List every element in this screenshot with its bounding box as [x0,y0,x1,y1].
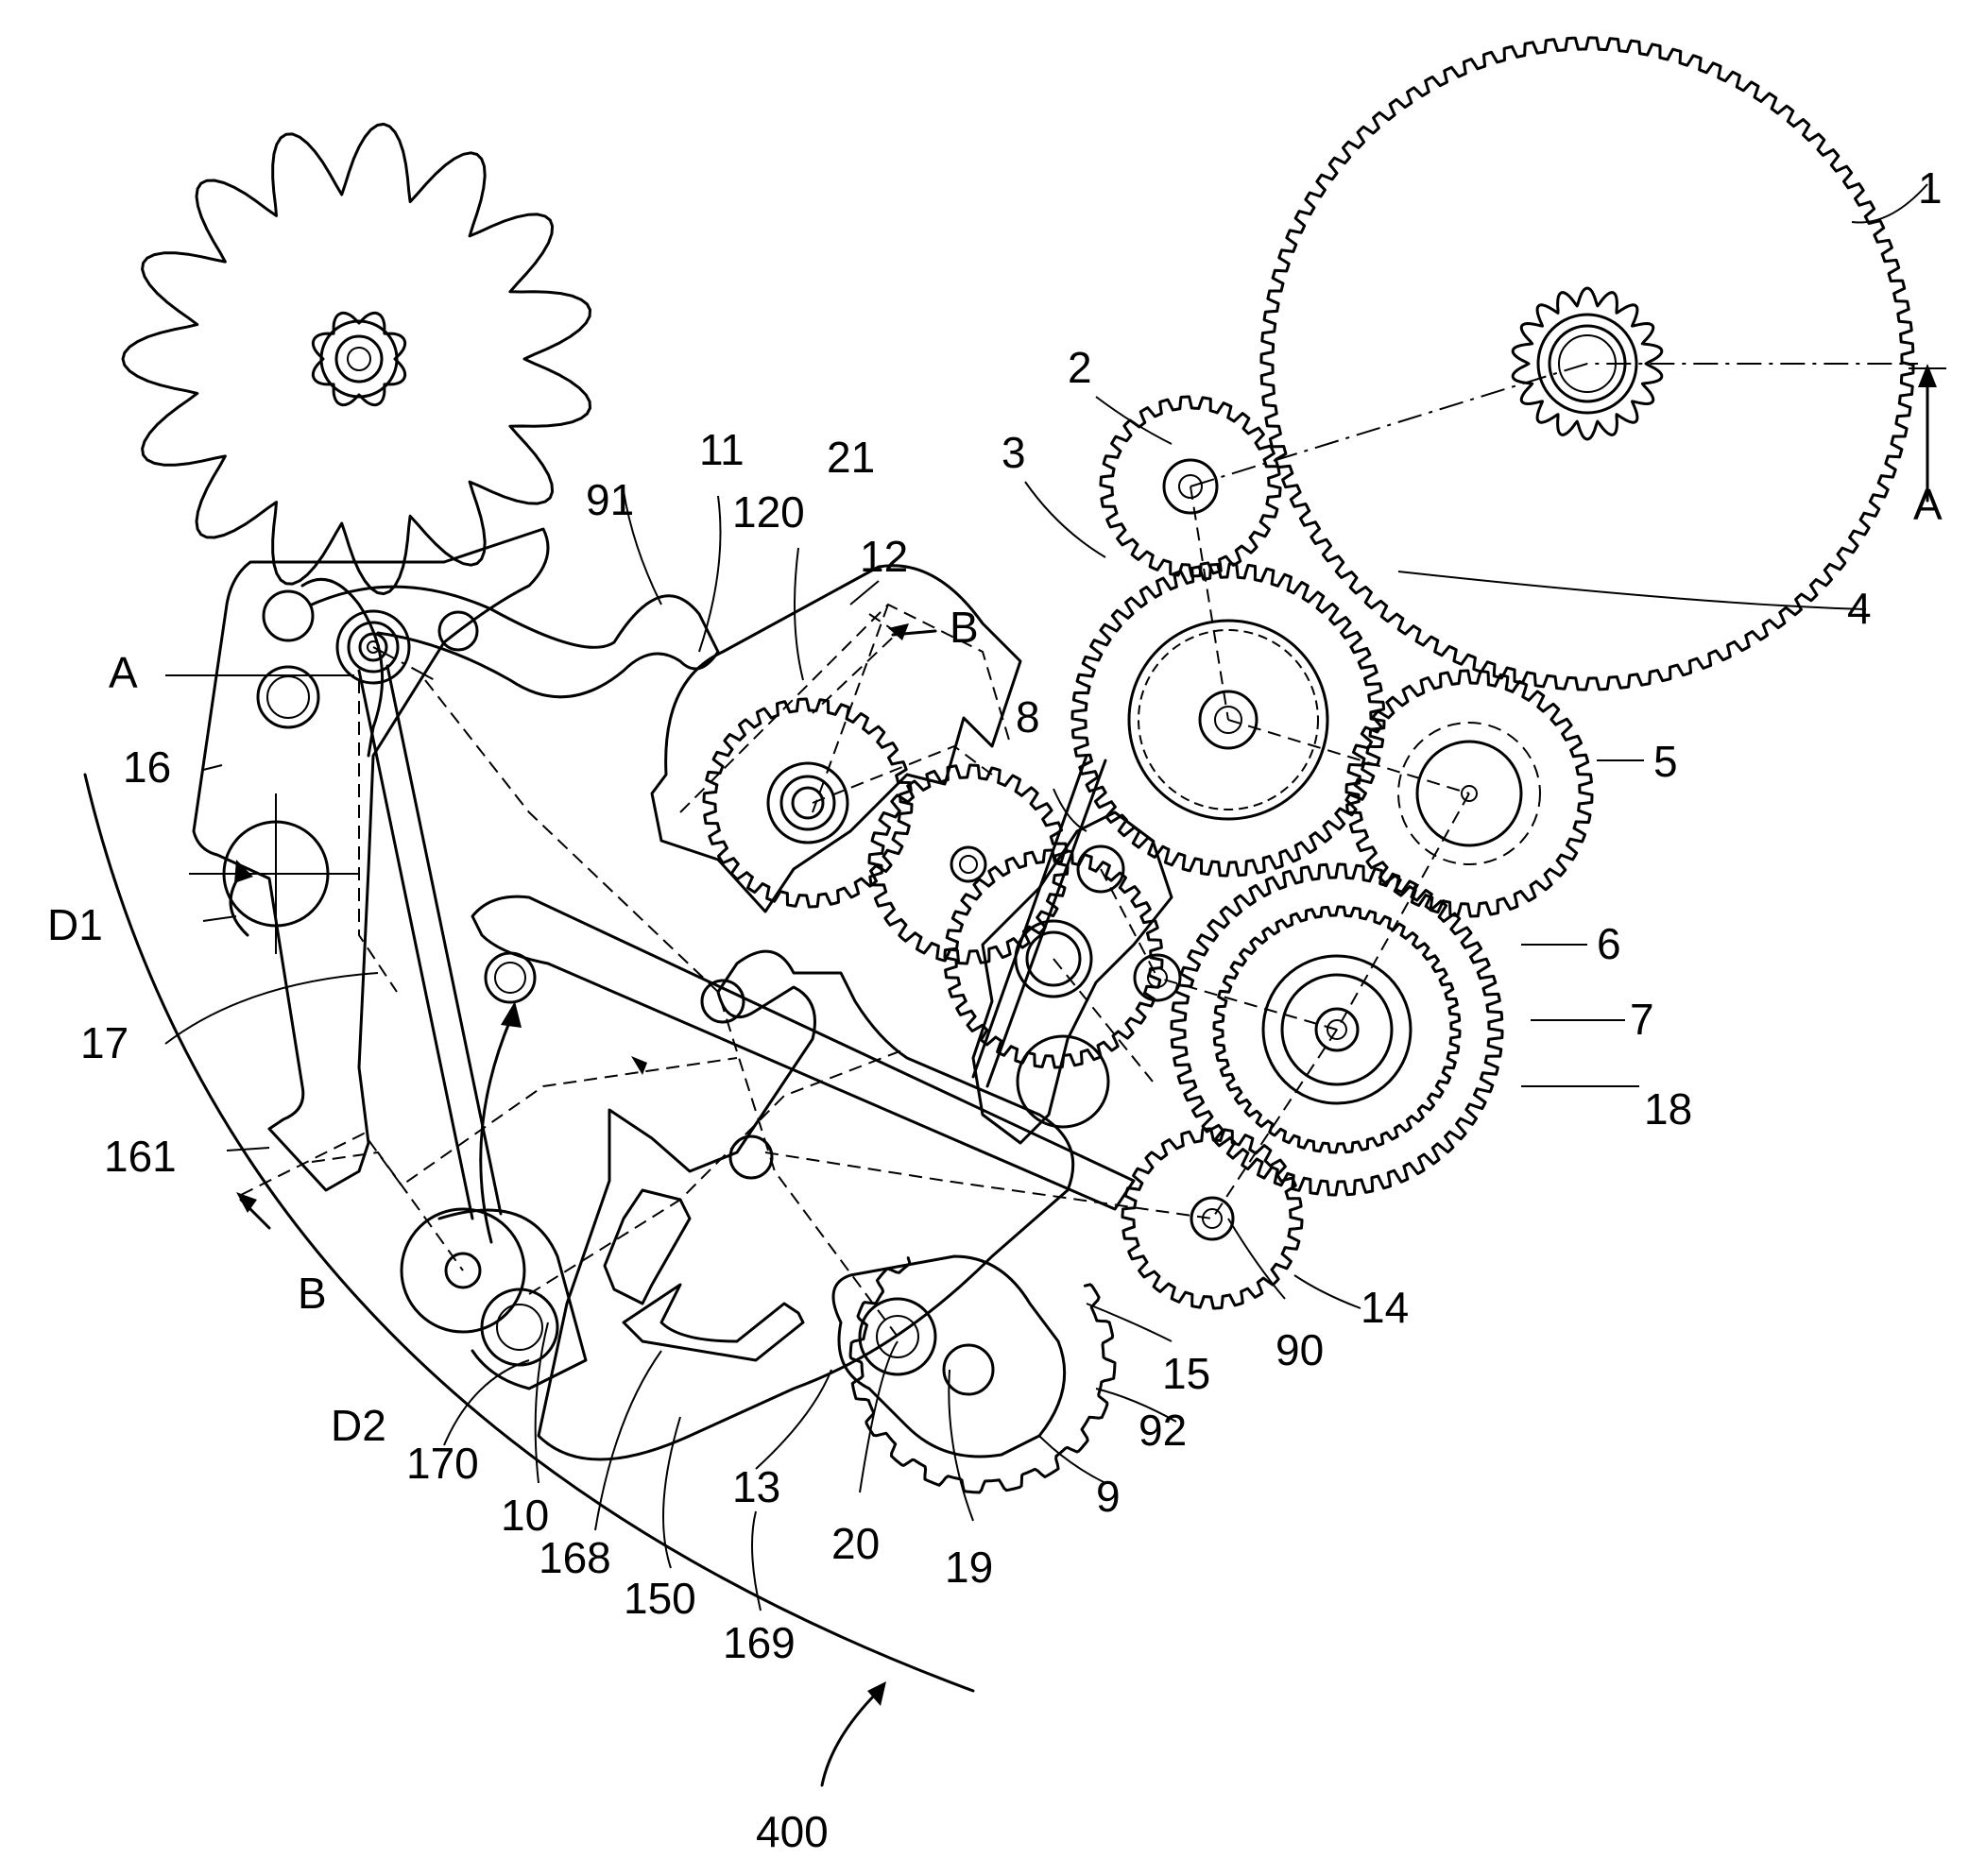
label-18: 18 [1644,1084,1692,1134]
label-400: 400 [756,1807,829,1856]
label-section-a-left: A [109,648,138,697]
label-169: 169 [723,1618,796,1667]
label-9: 9 [1096,1472,1121,1521]
label-3: 3 [1002,428,1026,477]
label-4: 4 [1847,584,1872,633]
label-19: 19 [945,1543,993,1592]
label-11: 11 [699,425,745,474]
escape-wheel-hub [321,321,397,397]
label-20: 20 [831,1519,880,1568]
section-line-b [236,614,935,1228]
label-1: 1 [1918,163,1943,213]
label-15: 15 [1162,1349,1210,1398]
label-8: 8 [1016,692,1040,742]
gear-train [123,38,1913,1492]
label-170: 170 [406,1439,479,1488]
label-16: 16 [123,742,171,792]
label-21: 21 [827,433,875,482]
label-90: 90 [1275,1325,1324,1374]
label-6: 6 [1597,919,1621,968]
label-section-b-bottom: B [298,1269,327,1318]
slot-169 [624,1285,803,1360]
label-2: 2 [1068,343,1092,392]
label-91: 91 [586,475,634,524]
leader-lines [165,184,1927,1611]
label-13: 13 [732,1462,780,1511]
escape-pinion [313,313,404,404]
label-section-a-right: A [1913,480,1943,529]
label-section-b-top: B [950,603,979,652]
label-92: 92 [1139,1406,1187,1455]
label-14: 14 [1361,1283,1409,1332]
label-d1: D1 [47,900,103,949]
label-7: 7 [1630,995,1654,1044]
label-161: 161 [104,1132,177,1181]
section-line-a [165,364,1946,680]
label-168: 168 [539,1533,611,1582]
wheel-8 [869,765,1068,964]
label-17: 17 [80,1018,128,1067]
label-d2: D2 [331,1401,386,1450]
escape-wheel [123,124,591,593]
reference-labels: 1 2 3 4 5 6 7 8 9 10 11 12 13 14 15 16 1… [47,163,1943,1856]
label-120: 120 [732,487,805,537]
label-12: 12 [860,532,908,581]
label-150: 150 [624,1574,696,1623]
wheel-14 [1122,1129,1302,1308]
label-5: 5 [1653,737,1678,786]
